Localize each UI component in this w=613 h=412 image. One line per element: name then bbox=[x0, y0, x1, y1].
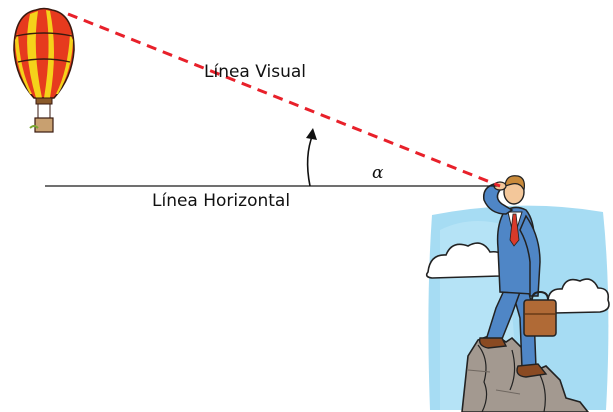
angle-alpha-label: α bbox=[372, 163, 384, 183]
elevation-angle-arrow bbox=[306, 128, 317, 187]
line-of-sight-label: Línea Visual bbox=[204, 62, 306, 82]
hot-air-balloon-icon bbox=[13, 7, 75, 133]
businessman-observer-icon bbox=[478, 175, 557, 378]
horizontal-line-label: Línea Horizontal bbox=[152, 191, 290, 211]
cloud-left-icon bbox=[425, 242, 509, 279]
cloud-right-icon bbox=[545, 278, 610, 314]
briefcase-icon bbox=[523, 290, 557, 337]
line-of-sight bbox=[67, 12, 501, 188]
